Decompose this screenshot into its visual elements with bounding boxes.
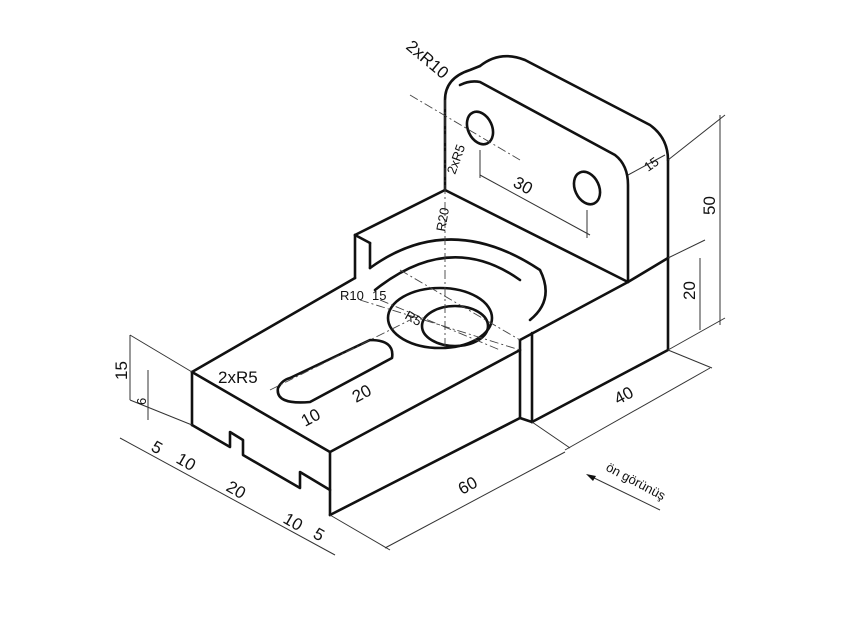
label-20-front: 20 xyxy=(223,477,249,503)
center-lines xyxy=(269,94,521,391)
label-R10: R10 xyxy=(340,288,364,303)
label-10-front-b: 10 xyxy=(280,509,306,535)
upright-holes xyxy=(465,110,602,206)
label-6: 6 xyxy=(134,398,149,405)
upright-hole-left xyxy=(465,110,495,146)
dimension-lines xyxy=(119,114,726,556)
label-R5-through: R5 xyxy=(403,308,425,329)
label-2xR10: 2xR10 xyxy=(402,37,452,83)
upright-hole-right xyxy=(572,170,602,206)
label-20-slot: 20 xyxy=(349,381,375,407)
slot xyxy=(276,338,394,404)
label-2xR5-slot: 2xR5 xyxy=(218,368,258,387)
label-15-left: 15 xyxy=(112,361,131,380)
label-50: 50 xyxy=(700,196,719,215)
base-block xyxy=(190,188,670,517)
label-15-depth: 15 xyxy=(372,288,386,303)
label-5-front-b: 5 xyxy=(310,524,328,545)
label-60: 60 xyxy=(455,473,481,499)
label-10-slot: 10 xyxy=(298,405,324,431)
label-10-front-a: 10 xyxy=(173,449,199,475)
view-direction-label: ön görünüş xyxy=(604,459,669,503)
label-20-height: 20 xyxy=(680,281,699,300)
label-R20: R20 xyxy=(433,206,452,232)
label-40: 40 xyxy=(611,383,637,409)
counterbore xyxy=(368,238,547,350)
label-15-thickness: 15 xyxy=(641,154,661,175)
